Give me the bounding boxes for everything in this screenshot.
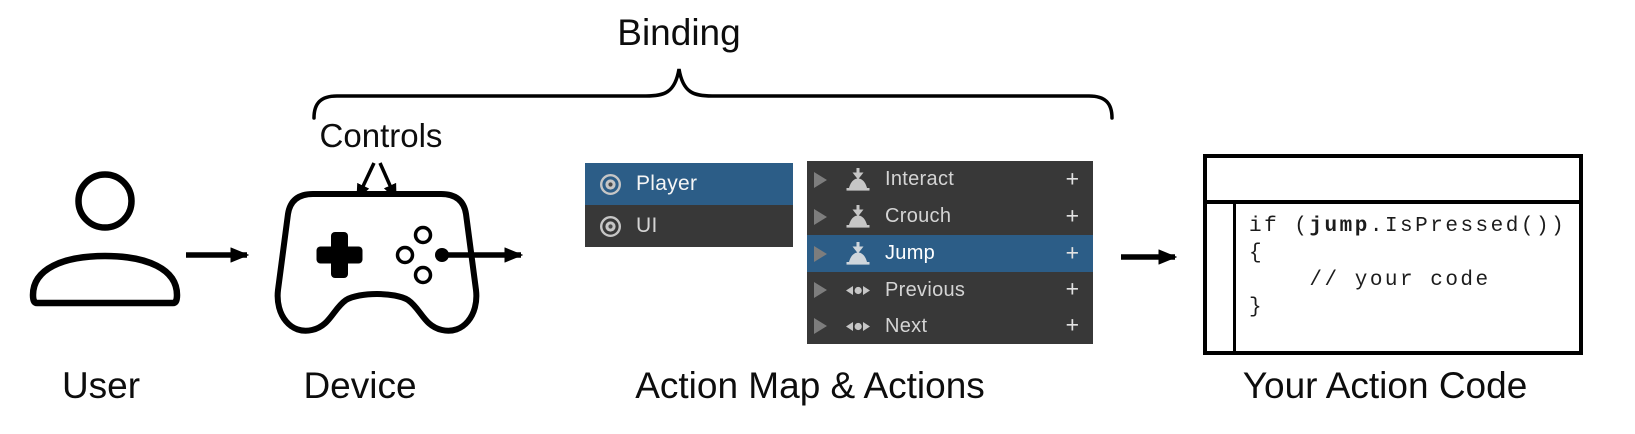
button-press-icon (846, 204, 870, 228)
gamepad-icon (274, 191, 480, 334)
button-press-icon (846, 167, 870, 191)
binding-brace-icon (312, 68, 1114, 120)
code-line: // your code (1249, 269, 1491, 292)
code-window: if (jump.IsPressed()) { // your code} (1203, 154, 1583, 355)
add-binding-button[interactable]: + (1065, 164, 1079, 191)
foldout-triangle-icon[interactable] (814, 208, 827, 225)
code-bold-jump: jump (1309, 215, 1370, 238)
add-binding-button[interactable]: + (1065, 238, 1079, 265)
button-press-icon (846, 241, 870, 265)
action-label: Crouch (885, 205, 952, 227)
action-map-icon (599, 215, 622, 237)
axis-composite-icon (846, 321, 870, 331)
action-row-crouch[interactable]: Crouch + (807, 198, 1093, 235)
add-binding-button[interactable]: + (1065, 275, 1079, 302)
action-map-label: Player (636, 172, 698, 195)
axis-composite-icon (846, 285, 870, 295)
action-row-interact[interactable]: Interact + (807, 161, 1093, 198)
action-map-icon (599, 173, 622, 195)
stage-label-user: User (61, 365, 141, 406)
action-map-row-player[interactable]: Player (585, 163, 793, 205)
action-row-next[interactable]: Next + (807, 308, 1093, 344)
foldout-triangle-icon[interactable] (814, 245, 827, 262)
stage-label-device: Device (303, 365, 417, 406)
user-icon (29, 171, 181, 307)
gamepad-body (274, 191, 480, 334)
dpad-icon (316, 232, 363, 278)
action-label: Interact (885, 168, 955, 190)
add-binding-button[interactable]: + (1065, 311, 1079, 338)
action-map-row-ui[interactable]: UI (585, 205, 793, 247)
action-label: Jump (885, 242, 936, 264)
stage-label-action-map: Action Map & Actions (635, 365, 985, 406)
face-buttons-icon (395, 225, 449, 285)
actions-panel: Interact + Crouch + Jump + (807, 161, 1093, 344)
action-map-panel: Player UI (585, 163, 793, 247)
action-map-label: UI (636, 214, 658, 237)
action-label: Next (885, 314, 928, 337)
action-row-previous[interactable]: Previous + (807, 272, 1093, 308)
action-row-jump[interactable]: Jump + (807, 235, 1093, 272)
code-gutter (1233, 204, 1236, 351)
add-binding-button[interactable]: + (1065, 201, 1079, 228)
code-line: if (jump.IsPressed()) (1249, 215, 1567, 238)
code-line: } (1249, 296, 1265, 319)
code-window-titlebar (1207, 158, 1579, 204)
code-line: { (1249, 242, 1265, 265)
foldout-triangle-icon[interactable] (814, 171, 827, 188)
code-snippet: if (jump.IsPressed()) { // your code} (1207, 204, 1579, 321)
foldout-triangle-icon[interactable] (814, 282, 827, 298)
foldout-triangle-icon[interactable] (814, 318, 827, 334)
binding-label: Binding (617, 12, 741, 53)
action-label: Previous (885, 278, 966, 301)
code-window-body: if (jump.IsPressed()) { // your code} (1207, 204, 1579, 351)
controls-label: Controls (319, 117, 443, 154)
stage-label-action-code: Your Action Code (1242, 365, 1528, 406)
